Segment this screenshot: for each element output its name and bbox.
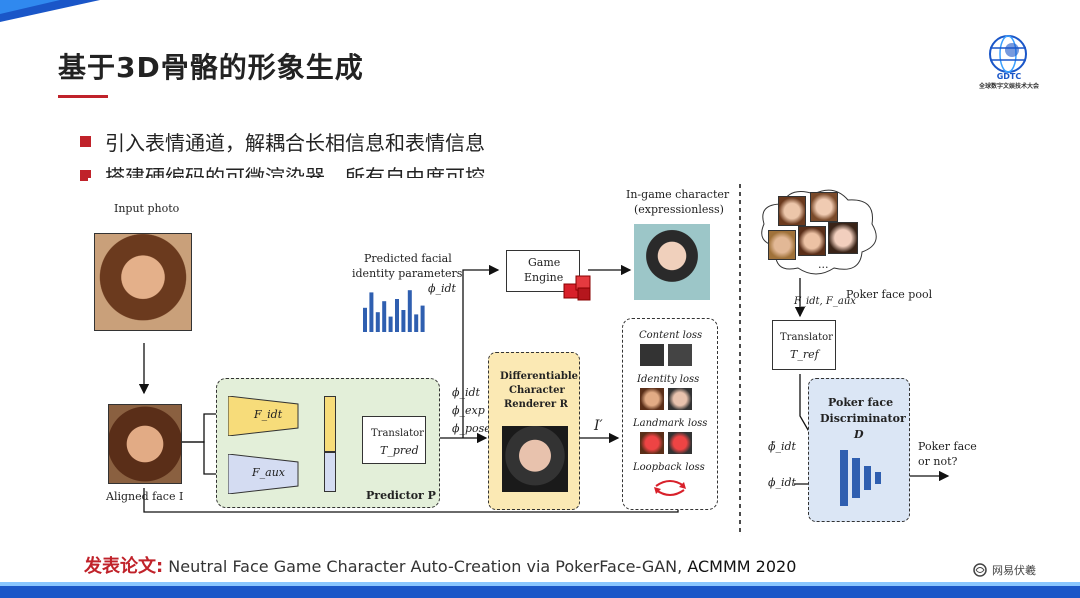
discriminator-network	[836, 448, 888, 508]
pool-face-1	[778, 196, 806, 226]
predicted-params-label-1: Predicted facial	[364, 252, 452, 265]
landmark-face-2	[668, 432, 692, 454]
rendered-face-image	[502, 426, 568, 492]
renderer-label-1: Differentiable	[500, 371, 578, 382]
phi-idt-output: ϕ_idt	[452, 386, 480, 399]
t-pred-label: T_pred	[380, 444, 419, 457]
game-engine-label-1: Game	[528, 256, 560, 269]
identity-param-bar	[369, 292, 373, 332]
ingame-label-2: (expressionless)	[634, 203, 724, 216]
brand-text: 网易伏羲	[992, 562, 1036, 578]
identity-param-bar	[382, 301, 386, 332]
red-cubes-icon	[562, 270, 594, 302]
fuxi-logo-icon	[972, 562, 988, 578]
pool-face-2	[810, 192, 838, 222]
identity-param-bar	[401, 310, 405, 332]
output-label-2: or not?	[918, 455, 957, 468]
disc-label-1: Poker face	[828, 396, 893, 409]
identity-param-bar	[408, 290, 412, 332]
reference-venue: ACMMM 2020	[687, 557, 796, 576]
content-loss-label: Content loss	[639, 330, 702, 341]
pool-ellipsis: ...	[818, 258, 829, 271]
predicted-params-label-2: identity parameters	[352, 267, 462, 280]
identity-params-barchart	[362, 288, 428, 332]
pool-face-4	[798, 226, 826, 256]
phi-idt-label: ϕ_idt	[428, 282, 456, 295]
input-photo-image	[94, 233, 192, 331]
landmark-loss-label: Landmark loss	[633, 418, 707, 429]
ingame-character-image	[634, 224, 710, 300]
reference-title: Neutral Face Game Character Auto-Creatio…	[168, 557, 682, 576]
input-photo-label: Input photo	[114, 202, 179, 215]
aligned-face-label: Aligned face I	[106, 490, 183, 503]
bullet-item: 引入表情通道，解耦合长相信息和表情信息	[80, 124, 485, 158]
f-aux-label: F_aux	[252, 466, 285, 479]
predictor-label: Predictor P	[366, 489, 436, 502]
landmark-face-1	[640, 432, 664, 454]
translator-label: Translator	[371, 428, 424, 439]
renderer-label-2: Character	[509, 385, 565, 396]
architecture-figure: Input photo Aligned face I F_idt F_aux T…	[88, 178, 974, 538]
disc-label-3: D	[854, 428, 864, 441]
identity-param-bar	[414, 314, 418, 332]
translator-ref-box	[772, 320, 836, 370]
pool-face-5	[828, 222, 858, 254]
identity-face-1	[640, 388, 664, 410]
bullet-text: 引入表情通道，解耦合长相信息和表情信息	[105, 127, 485, 156]
title-underline	[58, 95, 108, 98]
bullet-square-icon	[80, 136, 91, 147]
logo-text: GDTC 全球数字文娱技术大会	[974, 72, 1044, 90]
identity-feature-vector	[324, 396, 336, 452]
phi-exp-output: ϕ_exp	[452, 404, 485, 417]
identity-param-bar	[421, 306, 425, 332]
ingame-label-1: In-game character	[626, 188, 729, 201]
renderer-label-3: Renderer R	[504, 399, 568, 410]
reference-line: 发表论文: Neutral Face Game Character Auto-C…	[84, 552, 796, 578]
slide-title: 基于3D骨骼的形象生成	[58, 46, 364, 86]
game-engine-label-2: Engine	[524, 271, 563, 284]
f-idt-label: F_idt	[254, 408, 282, 421]
aux-feature-vector	[324, 452, 336, 492]
corner-decoration-light	[0, 0, 60, 14]
identity-param-bar	[376, 312, 380, 332]
aligned-face-image	[108, 404, 182, 484]
phi-pose-output: ϕ_pose	[452, 422, 491, 435]
output-label-1: Poker face	[918, 440, 977, 453]
phi-idt-disc-label: ϕ_idt	[768, 476, 796, 489]
disc-label-2: Discriminator	[820, 412, 906, 425]
loopback-arrows-icon	[652, 478, 688, 498]
content-map-1	[640, 344, 664, 366]
identity-param-bar	[395, 299, 399, 332]
identity-loss-label: Identity loss	[637, 374, 699, 385]
identity-param-bar	[363, 308, 367, 332]
identity-param-bar	[389, 317, 393, 332]
pool-label: Poker face pool	[846, 288, 932, 301]
t-ref-label: T_ref	[790, 348, 819, 361]
identity-face-2	[668, 388, 692, 410]
loopback-loss-label: Loopback loss	[633, 462, 705, 473]
pool-face-3	[768, 230, 796, 260]
phi-tilde-label: ϕ̃_idt	[768, 440, 796, 453]
logo-subtext: 全球数字文娱技术大会	[974, 81, 1044, 90]
translator-ref-label: Translator	[780, 332, 833, 343]
i-prime-label: I′	[594, 418, 603, 434]
brand-mark: 网易伏羲	[972, 562, 1036, 578]
logo-name: GDTC	[974, 72, 1044, 81]
reference-label: 发表论文:	[84, 556, 163, 577]
footer-stripe	[0, 586, 1080, 598]
content-map-2	[668, 344, 692, 366]
